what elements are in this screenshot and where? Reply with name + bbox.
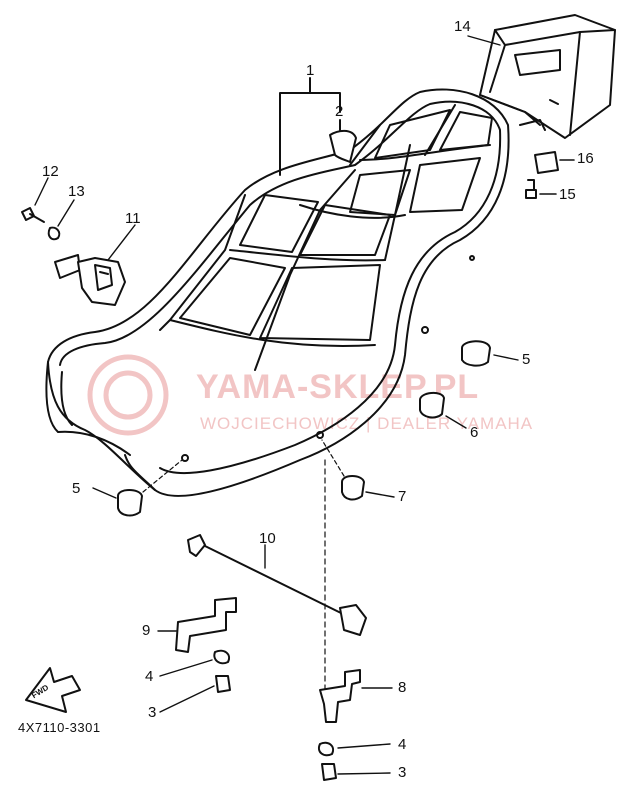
damper-7	[341, 475, 365, 501]
bracket-9	[157, 597, 237, 653]
seat-wire	[187, 534, 367, 636]
part-code: 4X7110-3301	[18, 720, 101, 735]
seat-lock	[54, 224, 136, 306]
callout-10: 10	[259, 530, 276, 547]
callout-15: 15	[559, 186, 576, 203]
rear-cover	[479, 14, 616, 139]
fwd-arrow-icon	[25, 667, 81, 713]
callout-6: 6	[470, 424, 479, 441]
callout-1: 1	[306, 62, 315, 79]
washer-4-right	[318, 741, 334, 757]
double-seat	[45, 88, 510, 497]
callout-9: 9	[142, 622, 151, 639]
callout-3-right: 3	[398, 764, 407, 781]
callout-4-left: 4	[145, 668, 154, 685]
collar-part	[534, 151, 559, 174]
damper-5-right	[461, 340, 491, 367]
callout-2: 2	[335, 103, 344, 120]
washer-13	[47, 226, 61, 241]
callout-3-left: 3	[148, 704, 157, 721]
callout-1-bracket	[279, 77, 341, 176]
callout-12: 12	[42, 163, 59, 180]
callout-7: 7	[398, 488, 407, 505]
bolt-12	[21, 207, 45, 223]
strap-part	[329, 129, 357, 163]
callout-4-right: 4	[398, 736, 407, 753]
bolt-3-left	[215, 675, 231, 693]
bolt-3-right	[321, 763, 337, 781]
callout-5-left: 5	[72, 480, 81, 497]
bracket-8	[319, 669, 393, 723]
callout-5-right: 5	[522, 351, 531, 368]
callout-13: 13	[68, 183, 85, 200]
callout-8: 8	[398, 679, 407, 696]
damper-5-left	[117, 489, 143, 517]
callout-14: 14	[454, 18, 471, 35]
washer-4-left	[213, 649, 230, 665]
callout-16: 16	[577, 150, 594, 167]
bolt-15	[525, 179, 537, 199]
watermark-subtext: WOJCIECHOWICZ | DEALER YAMAHA	[200, 414, 534, 433]
callout-11: 11	[125, 210, 141, 227]
damper-6	[419, 392, 445, 419]
